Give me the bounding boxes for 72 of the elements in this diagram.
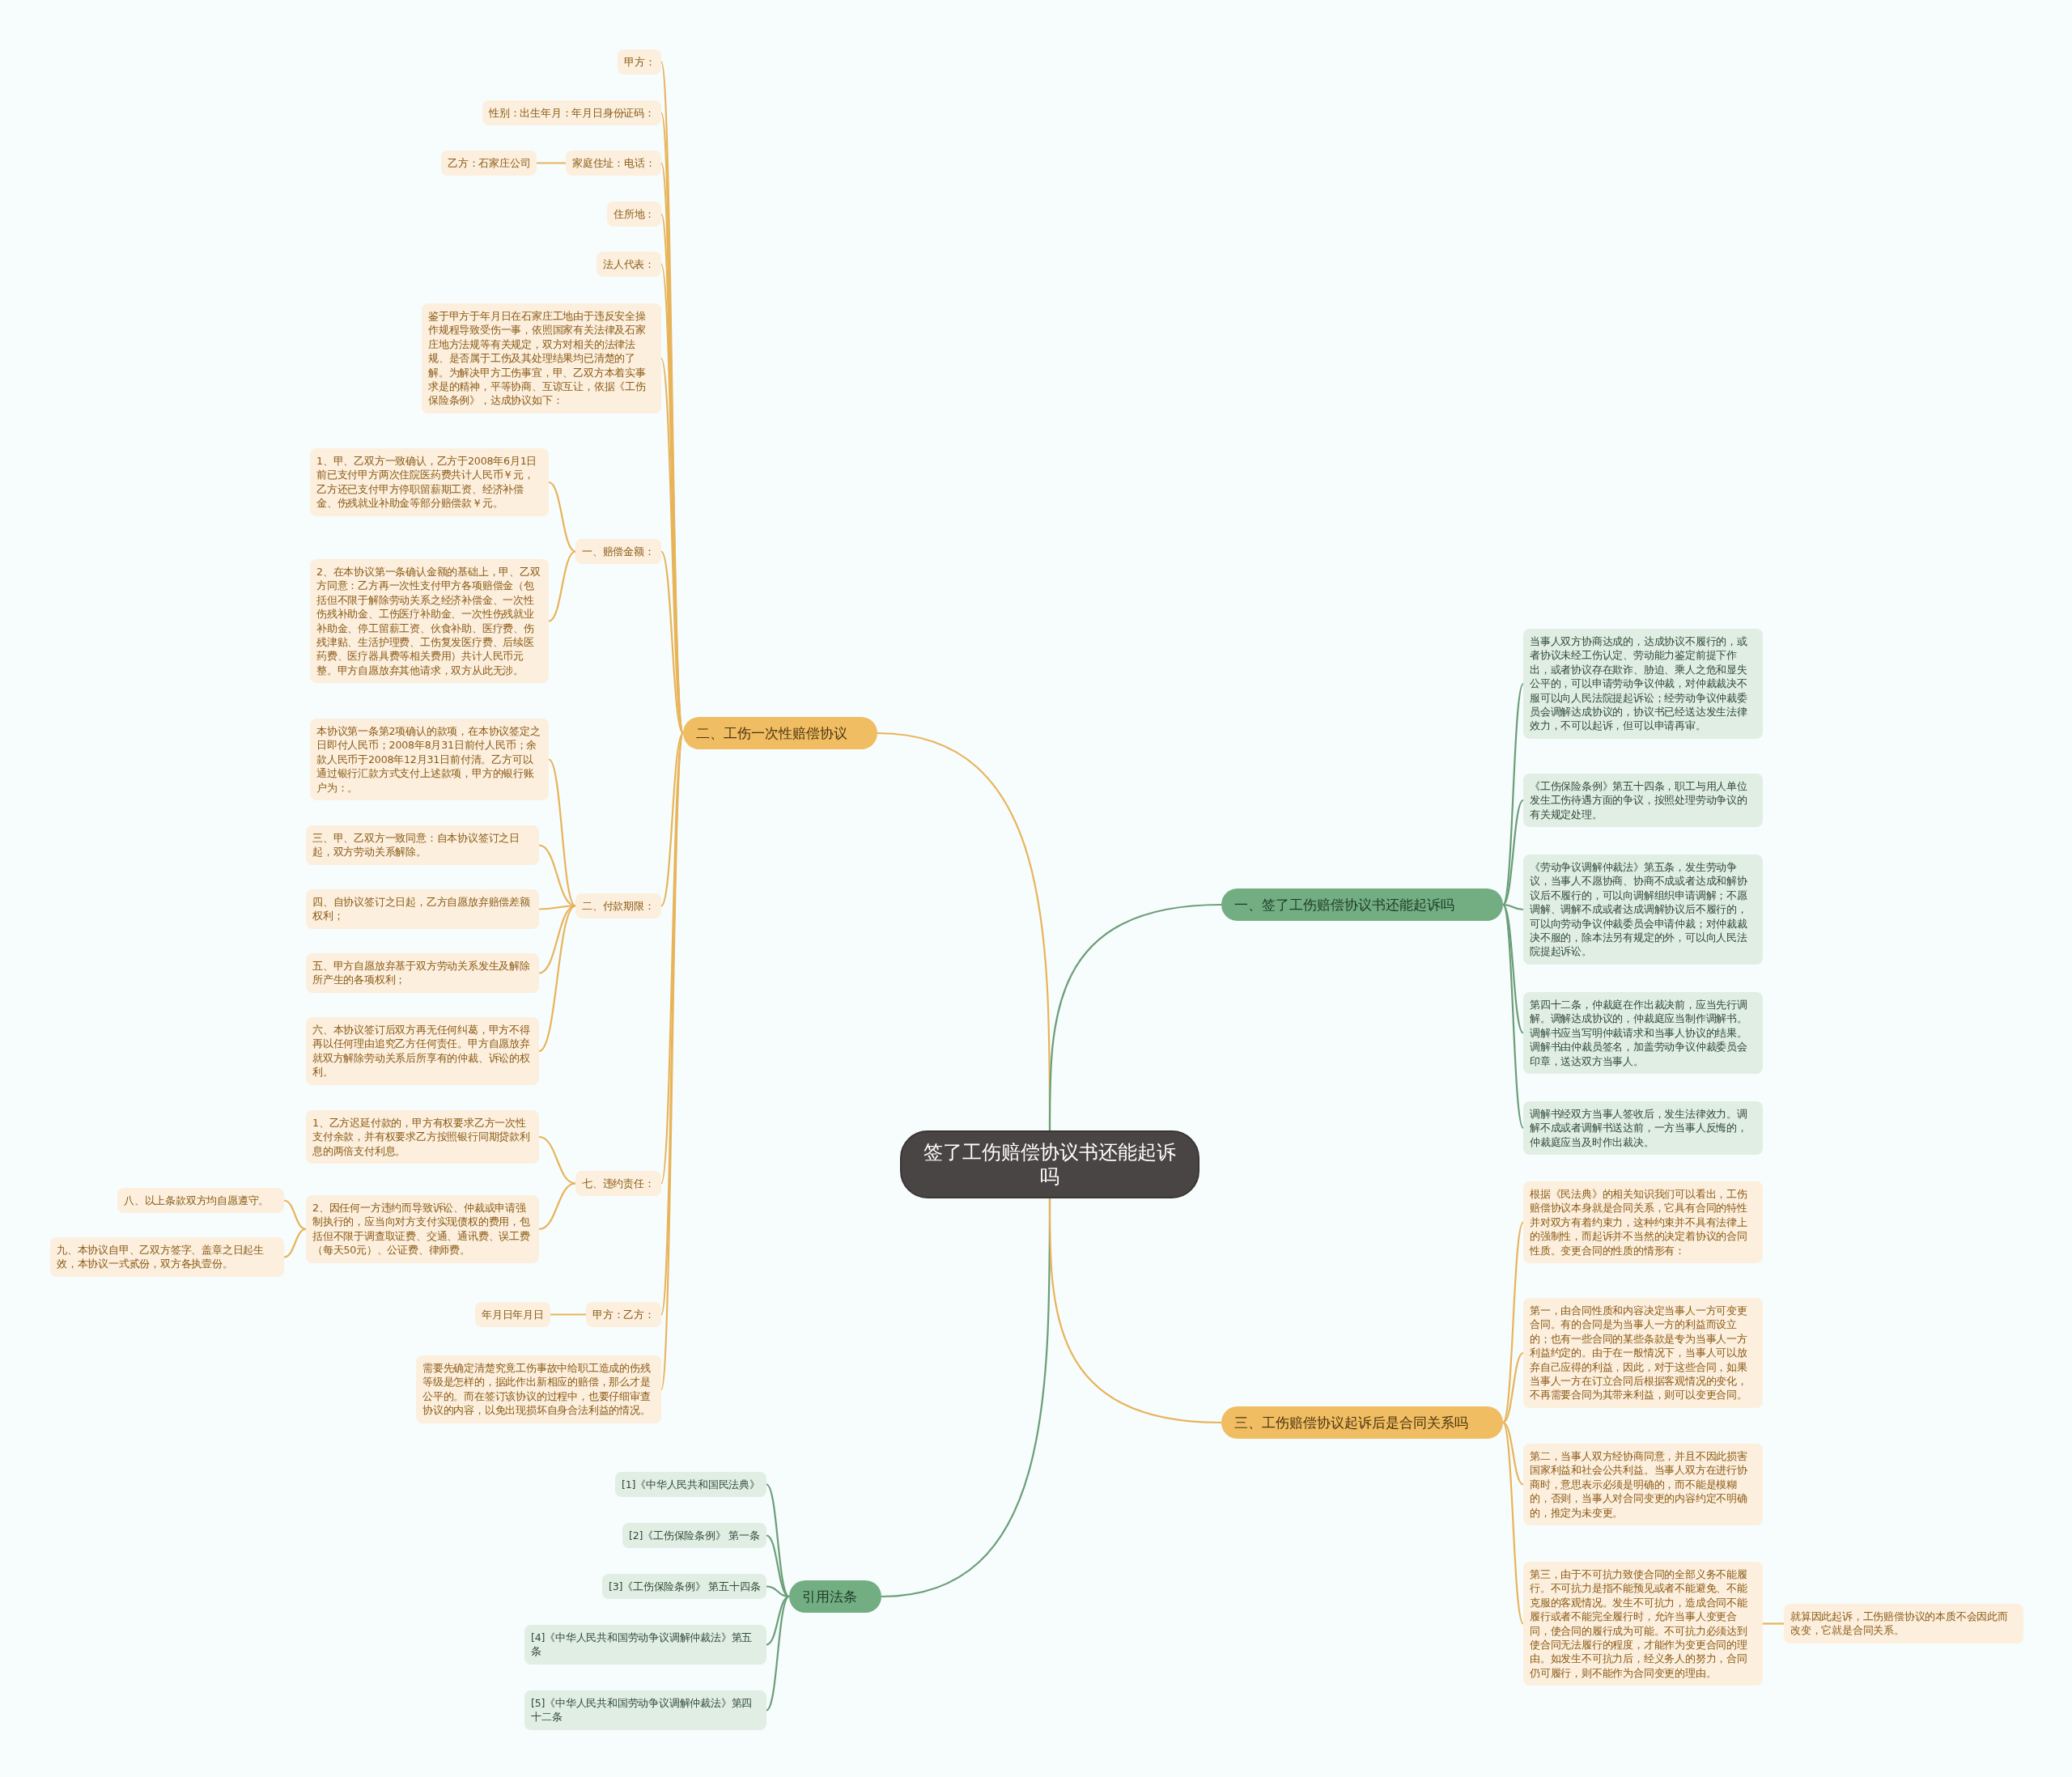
topic-box: 第四十二条，仲裁庭在作出裁决前，应当先行调解。调解达成协议的，仲裁庭应当制作调解书。调解书应当写明仲裁请求和当事人协议的结果。调解书由仲裁员签名，加盖劳动争议仲裁委员会印章，送达双方当事人。 bbox=[1523, 992, 1763, 1075]
topic-box: 年月日年月日 bbox=[475, 1302, 550, 1328]
branch-topic: 三、工伤赔偿协议起诉后是合同关系吗 bbox=[1221, 1406, 1503, 1439]
connector-line bbox=[548, 550, 576, 622]
topic-box: 《工伤保险条例》第五十四条，职工与用人单位发生工伤待遇方面的争议，按照处理劳动争议的有关规定处理。 bbox=[1523, 774, 1763, 828]
topic-box: 七、违约责任： bbox=[575, 1171, 661, 1197]
topic-box: 四、自协议签订之日起，乙方自愿放弃赔偿差额权利； bbox=[306, 889, 539, 929]
branch-topic: 一、签了工伤赔偿协议书还能起诉吗 bbox=[1221, 888, 1503, 921]
connector-line bbox=[1502, 1221, 1524, 1423]
topic-box: 家庭住址：电话： bbox=[566, 151, 662, 176]
connector-line bbox=[538, 905, 576, 1052]
topic-box: 1、乙方迟延付款的，甲方有权要求乙方一次性支付余款，并有权要求乙方按照银行同期贷款利息的两倍支付利息。 bbox=[306, 1110, 539, 1164]
topic-box: 五、甲方自愿放弃基于双方劳动关系发生及解除所产生的各项权利； bbox=[306, 953, 539, 993]
topic-box: [2]《工伤保险条例》 第一条 bbox=[622, 1523, 766, 1549]
connector-line bbox=[548, 481, 576, 553]
connector-line bbox=[660, 732, 684, 907]
topic-box: 一、赔偿金额： bbox=[575, 539, 661, 565]
topic-box: 住所地： bbox=[607, 201, 662, 227]
connector-line bbox=[283, 1199, 307, 1231]
topic-box: 第二，当事人双方经协商同意，并且不因此损害国家利益和社会公共利益。当事人双方在进行协商时，意思表示必须是明确的，而不能是模糊的，否则，当事人对合同变更的内容约定不明确的，推定为未变更。 bbox=[1523, 1444, 1763, 1526]
topic-box: 甲方：乙方： bbox=[586, 1302, 661, 1328]
connector-line bbox=[766, 1595, 790, 1646]
connector-line bbox=[1502, 904, 1524, 1129]
connector-line bbox=[766, 1483, 790, 1597]
connector-line bbox=[1502, 683, 1524, 905]
topic-box: [1]《中华人民共和国民法典》 bbox=[615, 1472, 766, 1498]
topic-box: 就算因此起诉，工伤赔偿协议的本质不会因此而改变，它就是合同关系。 bbox=[1784, 1604, 2023, 1643]
topic-box: 需要先确定清楚究竟工伤事故中给职工造成的伤残等级是怎样的，据此作出新相应的赔偿，那么才是公平的。而在签订该协议的过程中，也要仔细审查协议的内容，以免出现损坏自身合法利益的情况。 bbox=[416, 1355, 661, 1423]
topic-box: [5]《中华人民共和国劳动争议调解仲裁法》第四十二条 bbox=[524, 1690, 766, 1730]
topic-box: 2、在本协议第一条确认金额的基础上，甲、乙双方同意：乙方再一次性支付甲方各项赔偿金（包括但不限于解除劳动关系之经济补偿金、一次性伤残补助金、工伤医疗补助金、一次性伤残就业补助金、停工留薪工资、伙食补助、医疗费、伤残津贴、生活护理费、工伤复发医疗费、后续医药费、医疗器具费等相关费用）共计人民币元整。甲方自愿放弃其他请求，双方从此无涉。 bbox=[310, 559, 549, 684]
topic-box: 鉴于甲方于年月日在石家庄工地由于违反安全操作规程导致受伤一事，依照国家有关法律及石家庄地方法规等有关规定，双方对相关的法律法规、是否属于工伤及其处理结果均已清楚的了解。为解决甲方工伤事宜，甲、乙双方本着实事求是的精神，平等协商、互谅互让，依据《工伤保险条例》，达成协议如下： bbox=[422, 303, 661, 414]
topic-box: 八、以上条款双方均自愿遵守。 bbox=[117, 1188, 284, 1214]
topic-box: 根据《民法典》的相关知识我们可以看出，工伤赔偿协议本身就是合同关系，它具有合同的特性并对双方有着约束力，这种约束并不具有法律上的强制性，而起诉并不当然的决定着协议的合同性质。变更合同的性质的情形有： bbox=[1523, 1181, 1763, 1264]
topic-box: 九、本协议自甲、乙双方签字、盖章之日起生效，本协议一式贰份，双方各执壹份。 bbox=[50, 1237, 284, 1277]
topic-box: 法人代表： bbox=[597, 252, 661, 278]
topic-box: 甲方： bbox=[618, 49, 662, 75]
topic-box: [4]《中华人民共和国劳动争议调解仲裁法》第五条 bbox=[524, 1625, 766, 1665]
topic-box: 1、甲、乙双方一致确认，乙方于2008年6月1日前已支付甲方两次住院医药费共计人民币￥元，乙方还已支付甲方停职留薪期工资、经济补偿金、伤残就业补助金等部分赔偿款￥元。 bbox=[310, 448, 549, 516]
topic-box: 第一，由合同性质和内容决定当事人一方可变更合同。有的合同是为当事人一方的利益而设立的；也有一些合同的某些条款是专为当事人一方利益约定的。由于在一般情况下，当事人可以放弃自己应得的利益，因此，对于这些合同，如果当事人一方在订立合同后根据客观情况的变化，不再需要合同为其带来利益，则可以变更合同。 bbox=[1523, 1298, 1763, 1408]
connector-line bbox=[537, 162, 566, 164]
topic-box: 《劳动争议调解仲裁法》第五条，发生劳动争议，当事人不愿协商、协商不成或者达成和解协议后不履行的，可以向调解组织申请调解；不愿调解、调解不成或者达成调解协议后不履行的，可以向劳动争议仲裁委员会申请仲裁；对仲裁裁决不服的，除本法另有规定的外，可以向人民法院提起诉讼。 bbox=[1523, 855, 1763, 965]
connector-line bbox=[1502, 1352, 1524, 1423]
central-topic: 签了工伤赔偿协议书还能起诉吗 bbox=[900, 1130, 1199, 1198]
connector-line bbox=[1502, 1422, 1524, 1486]
connector-line bbox=[766, 1596, 790, 1711]
topic-box: 三、甲、乙双方一致同意：自本协议签订之日起，双方劳动关系解除。 bbox=[306, 825, 539, 865]
connector-line bbox=[550, 1313, 586, 1316]
connector-line bbox=[538, 1135, 576, 1185]
topic-box: 六、本协议签订后双方再无任何纠葛，甲方不得再以任何理由追究乙方任何责任。甲方自愿放弃就双方解除劳动关系后所享有的仲裁、诉讼的权利。 bbox=[306, 1017, 539, 1085]
connector-line bbox=[660, 550, 684, 734]
connector-line bbox=[1048, 1198, 1222, 1424]
connector-line bbox=[1048, 903, 1222, 1130]
topic-box: 乙方：石家庄公司 bbox=[441, 151, 537, 176]
topic-box: 本协议第一条第2项确认的款项，在本协议签定之日即付人民币；2008年8月31日前付人民币；余款人民币于2008年12月31日前付清。乙方可以通过银行汇款方式支付上述款项，甲方的银行账户为：。 bbox=[310, 719, 549, 801]
connector-line bbox=[766, 1534, 790, 1597]
connector-line bbox=[1502, 903, 1524, 911]
topic-box: 性别：出生年月：年月日身份证码： bbox=[482, 100, 661, 126]
connector-line bbox=[1502, 1422, 1524, 1625]
topic-box: 第三，由于不可抗力致使合同的全部义务不能履行。不可抗力是指不能预见或者不能避免、不能克服的客观情况。发生不可抗力，造成合同不能履行或者不能完全履行时，允许当事人变更合同，使合同的履行成为可能。不可抗力必须达到使合同无法履行的程度，才能作为变更合同的理由。如发生不可抗力后，经义务人的努力，合同仍可履行，则不能作为合同变更的理由。 bbox=[1523, 1562, 1763, 1686]
connector-line bbox=[1763, 1622, 1784, 1625]
connector-line bbox=[283, 1228, 307, 1258]
connector-line bbox=[548, 758, 576, 907]
topic-box: 二、付款期限： bbox=[575, 893, 661, 919]
branch-topic: 引用法条 bbox=[789, 1580, 881, 1613]
branch-topic: 二、工伤一次性赔偿协议 bbox=[683, 717, 877, 749]
topic-box: 当事人双方协商达成的，达成协议不履行的，或者协议未经工伤认定、劳动能力鉴定前提下作出，或者协议存在欺诈、胁迫、乘人之危和显失公平的，可以申请劳动争议仲裁，对仲裁裁决不服可以向人民法院提起诉讼；经劳动争议仲裁委员会调解达成协议的，协议书已经送达发生法律效力，不可以起诉，但可以申请再审。 bbox=[1523, 629, 1763, 739]
topic-box: [3]《工伤保险条例》 第五十四条 bbox=[602, 1574, 767, 1600]
topic-box: 2、因任何一方违约而导致诉讼、仲裁或申请强制执行的，应当向对方支付实现债权的费用，包括但不限于调查取证费、交通、通讯费、误工费（每天50元）、公证费、律师费。 bbox=[306, 1195, 539, 1263]
connector-line bbox=[1502, 799, 1524, 905]
topic-box: 调解书经双方当事人签收后，发生法律效力。调解不成或者调解书送达前，一方当事人反悔的，仲裁庭应当及时作出裁决。 bbox=[1523, 1101, 1763, 1156]
connector-line bbox=[538, 1182, 576, 1231]
connector-line bbox=[1502, 904, 1524, 1034]
